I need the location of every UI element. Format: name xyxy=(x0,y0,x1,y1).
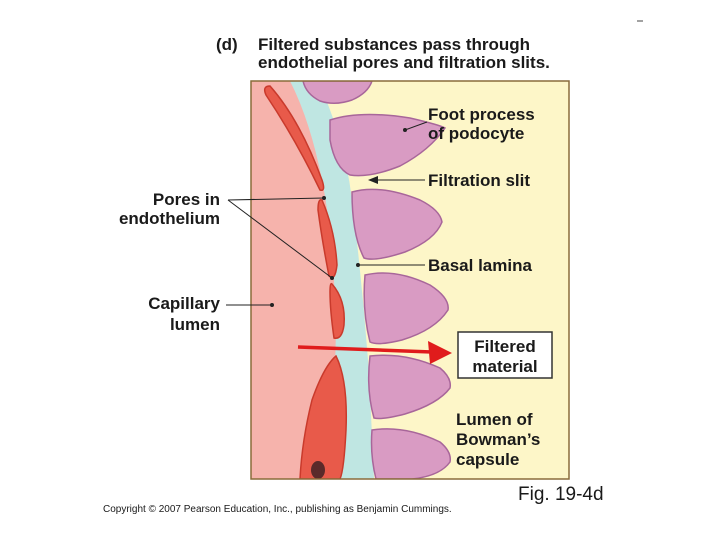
endothelial-cell xyxy=(263,85,325,192)
foot-process xyxy=(329,113,447,177)
panel-frame xyxy=(250,80,570,480)
endothelial-cell xyxy=(329,282,345,339)
leader-arrowhead xyxy=(368,176,378,184)
filtration-arrowhead xyxy=(428,341,452,364)
label-filtration-slit: Filtration slit xyxy=(428,171,530,190)
leader-dot xyxy=(403,128,407,132)
label-foot-process-2: of podocyte xyxy=(428,124,524,143)
leader-dot xyxy=(322,196,326,200)
foot-process xyxy=(367,354,452,420)
label-bowman-3: capsule xyxy=(456,450,519,469)
label-pores-2: endothelium xyxy=(119,209,220,228)
foot-process xyxy=(351,188,443,260)
filtered-material-box xyxy=(457,331,553,379)
leader-pores-1 xyxy=(227,197,325,201)
label-foot-process-1: Foot process xyxy=(428,105,535,124)
filtration-arrow xyxy=(297,345,433,354)
heading-line-1: Filtered substances pass through xyxy=(258,35,530,54)
foot-process xyxy=(302,81,373,104)
label-capillary-1: Capillary xyxy=(148,294,220,313)
figure-number: Fig. 19-4d xyxy=(518,484,604,505)
illustration-panel xyxy=(251,81,569,479)
leader-dot xyxy=(330,276,334,280)
endothelial-nucleus xyxy=(311,461,325,479)
label-pores-1: Pores in xyxy=(153,190,220,209)
foot-process xyxy=(370,428,452,479)
leader-pores-2 xyxy=(227,199,333,279)
label-basal-lamina: Basal lamina xyxy=(428,256,532,275)
panel-letter: (d) xyxy=(216,35,238,54)
label-capillary-2: lumen xyxy=(170,315,220,334)
endothelium xyxy=(263,85,348,479)
label-filtered-2: material xyxy=(472,357,537,376)
copyright-notice: Copyright © 2007 Pearson Education, Inc.… xyxy=(103,504,452,515)
label-bowman-2: Bowman’s xyxy=(456,430,540,449)
label-filtered-1: Filtered xyxy=(474,337,535,356)
heading-line-2: endothelial pores and filtration slits. xyxy=(258,53,550,72)
foot-process xyxy=(363,272,449,345)
podocyte-foot-processes xyxy=(302,81,452,479)
endothelial-cell xyxy=(299,354,348,479)
leader-foot-process xyxy=(404,121,428,131)
leader-dot xyxy=(270,303,274,307)
leader-dot xyxy=(356,263,360,267)
label-bowman-1: Lumen of xyxy=(456,410,533,429)
